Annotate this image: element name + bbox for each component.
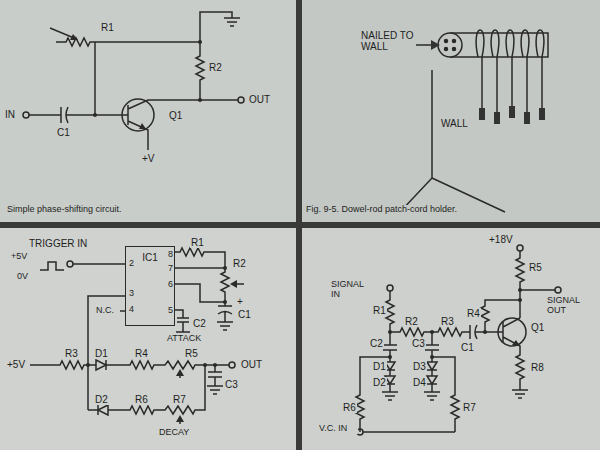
part-label: NAILED TO WALL [360, 30, 416, 52]
part-label: R5 [528, 262, 543, 273]
part-label: R2 [404, 316, 419, 327]
part-label: C3 [224, 379, 239, 390]
part-label: 5 [167, 306, 174, 316]
part-label: WALL [440, 118, 469, 129]
part-label: 2 [128, 259, 135, 269]
part-label: R1 [372, 305, 387, 316]
patch-cord-holder [400, 30, 548, 212]
part-label: 8 [167, 250, 174, 260]
part-label: C1 [460, 342, 475, 353]
part-label: OUT [240, 359, 263, 370]
part-label: R7 [462, 402, 477, 413]
part-label: N.C. [95, 306, 115, 316]
part-label: C3 [411, 338, 426, 349]
part-label: +V [141, 153, 156, 164]
part-label: D1 [94, 348, 109, 359]
part-label: +18V [488, 234, 514, 245]
part-label: R3 [64, 348, 79, 359]
part-label: +5V [10, 252, 28, 262]
part-label: R6 [134, 394, 149, 405]
part-label: R6 [342, 402, 357, 413]
part-label: C2 [192, 318, 207, 329]
part-label: OUT [248, 94, 271, 105]
patch-plugs [431, 40, 545, 124]
part-label: IN [4, 109, 16, 120]
part-label: ATTACK [166, 334, 202, 344]
part-label: +5V [6, 359, 26, 370]
part-label: R1 [100, 22, 115, 33]
part-label: R3 [440, 316, 455, 327]
part-label: C1 [237, 309, 252, 320]
part-label: R7 [172, 394, 187, 405]
part-label: R1 [190, 237, 205, 248]
part-label: V.C. IN [318, 424, 358, 434]
vc-filter-marks [388, 288, 522, 359]
part-label: Q1 [168, 110, 183, 121]
part-label: D2 [94, 394, 109, 405]
part-label: SIGNAL OUT [546, 296, 596, 316]
part-label: D3 [412, 361, 427, 372]
part-label: 0V [16, 272, 29, 282]
phase-shift-circuit [23, 12, 244, 150]
part-label: R5 [184, 348, 199, 359]
part-label: R2 [208, 62, 223, 73]
part-label: + [236, 296, 244, 307]
part-label: R4 [466, 308, 481, 319]
part-label: D2 [372, 377, 387, 388]
junction-dots [70, 34, 202, 129]
part-label: C2 [369, 338, 384, 349]
figure-caption: Fig. 9-5. Dowel-rod patch-cord holder. [305, 205, 458, 215]
part-label: C1 [56, 127, 71, 138]
figure-caption: Simple phase-shifting circuit. [6, 205, 123, 215]
part-label: R4 [134, 348, 149, 359]
part-label: DECAY [158, 428, 190, 438]
part-label: D1 [372, 361, 387, 372]
part-label: TRIGGER IN [28, 238, 88, 249]
part-label: R8 [530, 362, 545, 373]
part-label: Q1 [530, 322, 545, 333]
chip-label: IC1 [142, 252, 158, 263]
part-label: R2 [232, 258, 247, 269]
vc-filter-circuit [356, 245, 561, 435]
part-label: SIGNAL IN [330, 280, 376, 300]
part-label: D4 [412, 377, 427, 388]
part-label: 3 [128, 289, 135, 299]
part-label: 7 [167, 264, 174, 274]
part-label: 6 [167, 280, 174, 290]
part-label: 4 [128, 305, 135, 315]
